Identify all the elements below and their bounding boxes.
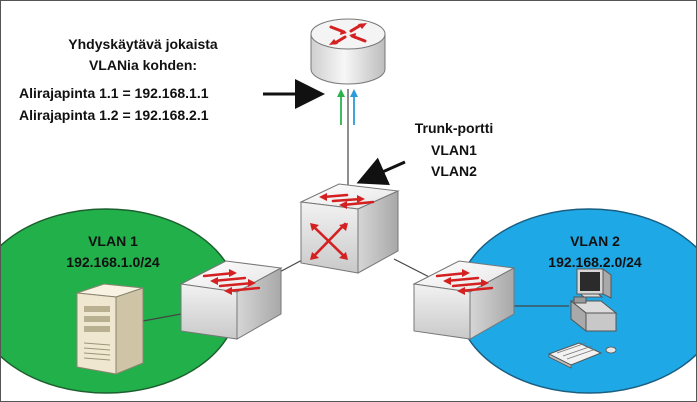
gateway-note-line1: Yhdyskäytävä jokaista [68, 36, 218, 52]
router-icon [310, 18, 386, 85]
switch-icon-2 [412, 260, 516, 340]
vlan1-gateway-arrow [337, 89, 345, 125]
vlan1-subnet: 192.168.1.0/24 [66, 254, 160, 270]
workstation-icon [547, 268, 618, 369]
vlan1-name: VLAN 1 [88, 233, 138, 249]
link-switch1-server [142, 313, 182, 322]
vlan2-subnet: 192.168.2.0/24 [548, 254, 642, 270]
gateway-note-line2: VLANia kohden: [89, 57, 197, 73]
trunk-note-title: Trunk-portti [415, 120, 494, 136]
subinterface-2: Alirajapinta 1.2 = 192.168.2.1 [19, 107, 209, 123]
switch-icon [179, 260, 283, 340]
server-icon [76, 283, 144, 375]
vlan2-gateway-arrow [350, 89, 358, 125]
vlan2-name: VLAN 2 [570, 233, 620, 249]
trunk-pointer-arrow [356, 157, 406, 186]
layer3-switch-icon [299, 183, 400, 274]
trunk-note-vlan1: VLAN1 [431, 142, 477, 158]
trunk-note-vlan2: VLAN2 [431, 163, 477, 179]
subinterface-1: Alirajapinta 1.1 = 192.168.1.1 [19, 85, 209, 101]
